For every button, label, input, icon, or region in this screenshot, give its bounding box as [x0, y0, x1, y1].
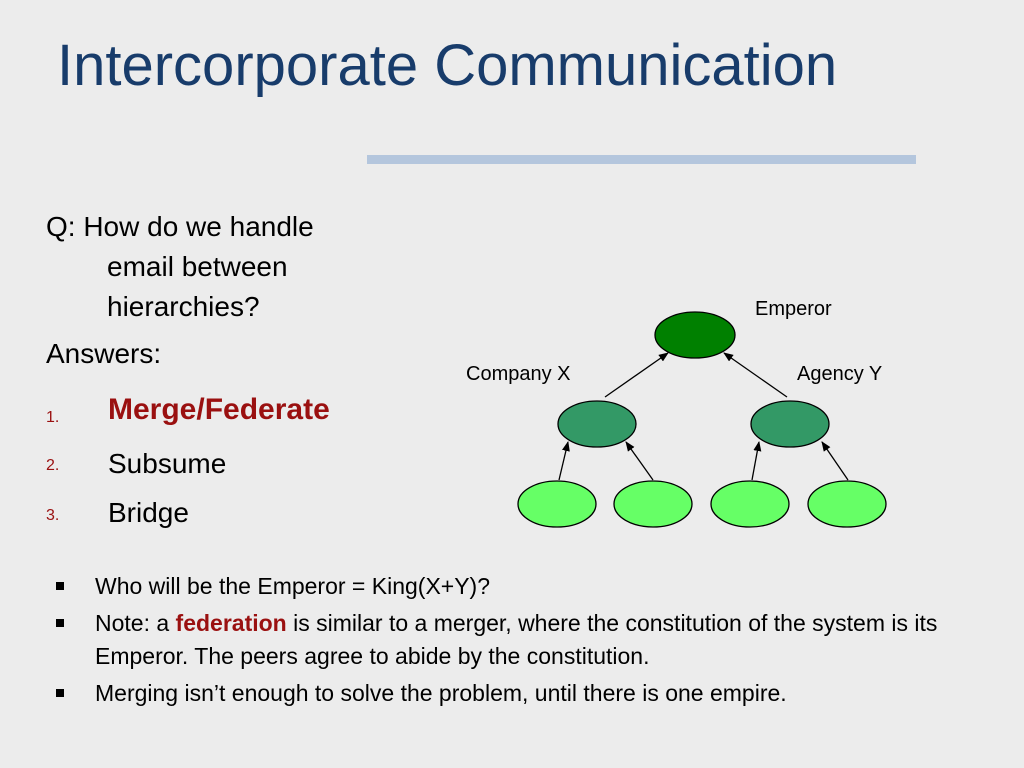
federation-highlight: federation	[175, 610, 287, 636]
bullet-text-after: is similar to a merger, where the consti…	[95, 610, 938, 669]
edge-leaf3-to-agency	[751, 441, 762, 481]
company-x-label: Company X	[466, 363, 571, 385]
bullet-text-before: Note: a	[95, 610, 176, 636]
square-bullet-icon	[56, 689, 64, 697]
leaf-node-4	[807, 480, 887, 528]
answer-label: Bridge	[108, 497, 189, 528]
answer-number: 2.	[46, 457, 60, 474]
question-text: Q: How do we handle email between hierar…	[46, 207, 406, 327]
edge-leaf1-to-company	[558, 441, 570, 481]
answer-number: 3.	[46, 507, 60, 524]
edge-leaf4-to-agency	[821, 441, 849, 481]
leaf-node-1	[517, 480, 597, 528]
bullet-item: Merging isn’t enough to solve the proble…	[56, 677, 986, 710]
question-line-3: hierarchies?	[107, 291, 260, 322]
title-underline-rule	[367, 155, 916, 164]
edge-agency-to-emperor	[723, 352, 788, 398]
leaf-node-3	[710, 480, 790, 528]
edge-company-to-emperor	[604, 352, 669, 398]
answer-number: 1.	[46, 409, 60, 426]
slide-title: Intercorporate Communication	[57, 33, 838, 98]
bullet-item: Who will be the Emperor = King(X+Y)?	[56, 570, 986, 603]
bullet-text: Who will be the Emperor = King(X+Y)?	[95, 573, 491, 599]
question-line-1: Q: How do we handle	[46, 211, 314, 242]
leaf-node-2	[613, 480, 693, 528]
square-bullet-icon	[56, 619, 64, 627]
bullet-text: Merging isn’t enough to solve the proble…	[95, 680, 787, 706]
company-x-node	[557, 400, 637, 448]
agency-y-node	[750, 400, 830, 448]
bullet-item: Note: a federation is similar to a merge…	[56, 607, 986, 673]
answer-label: Merge/Federate	[108, 393, 330, 426]
edge-leaf2-to-company	[625, 441, 654, 481]
square-bullet-icon	[56, 582, 64, 590]
bullet-list: Who will be the Emperor = King(X+Y)? Not…	[56, 570, 986, 714]
emperor-label: Emperor	[755, 298, 832, 320]
answer-label: Subsume	[108, 448, 227, 479]
question-line-2: email between	[107, 251, 288, 282]
emperor-node	[654, 311, 736, 359]
agency-y-label: Agency Y	[797, 363, 882, 385]
answers-label: Answers:	[46, 338, 162, 369]
